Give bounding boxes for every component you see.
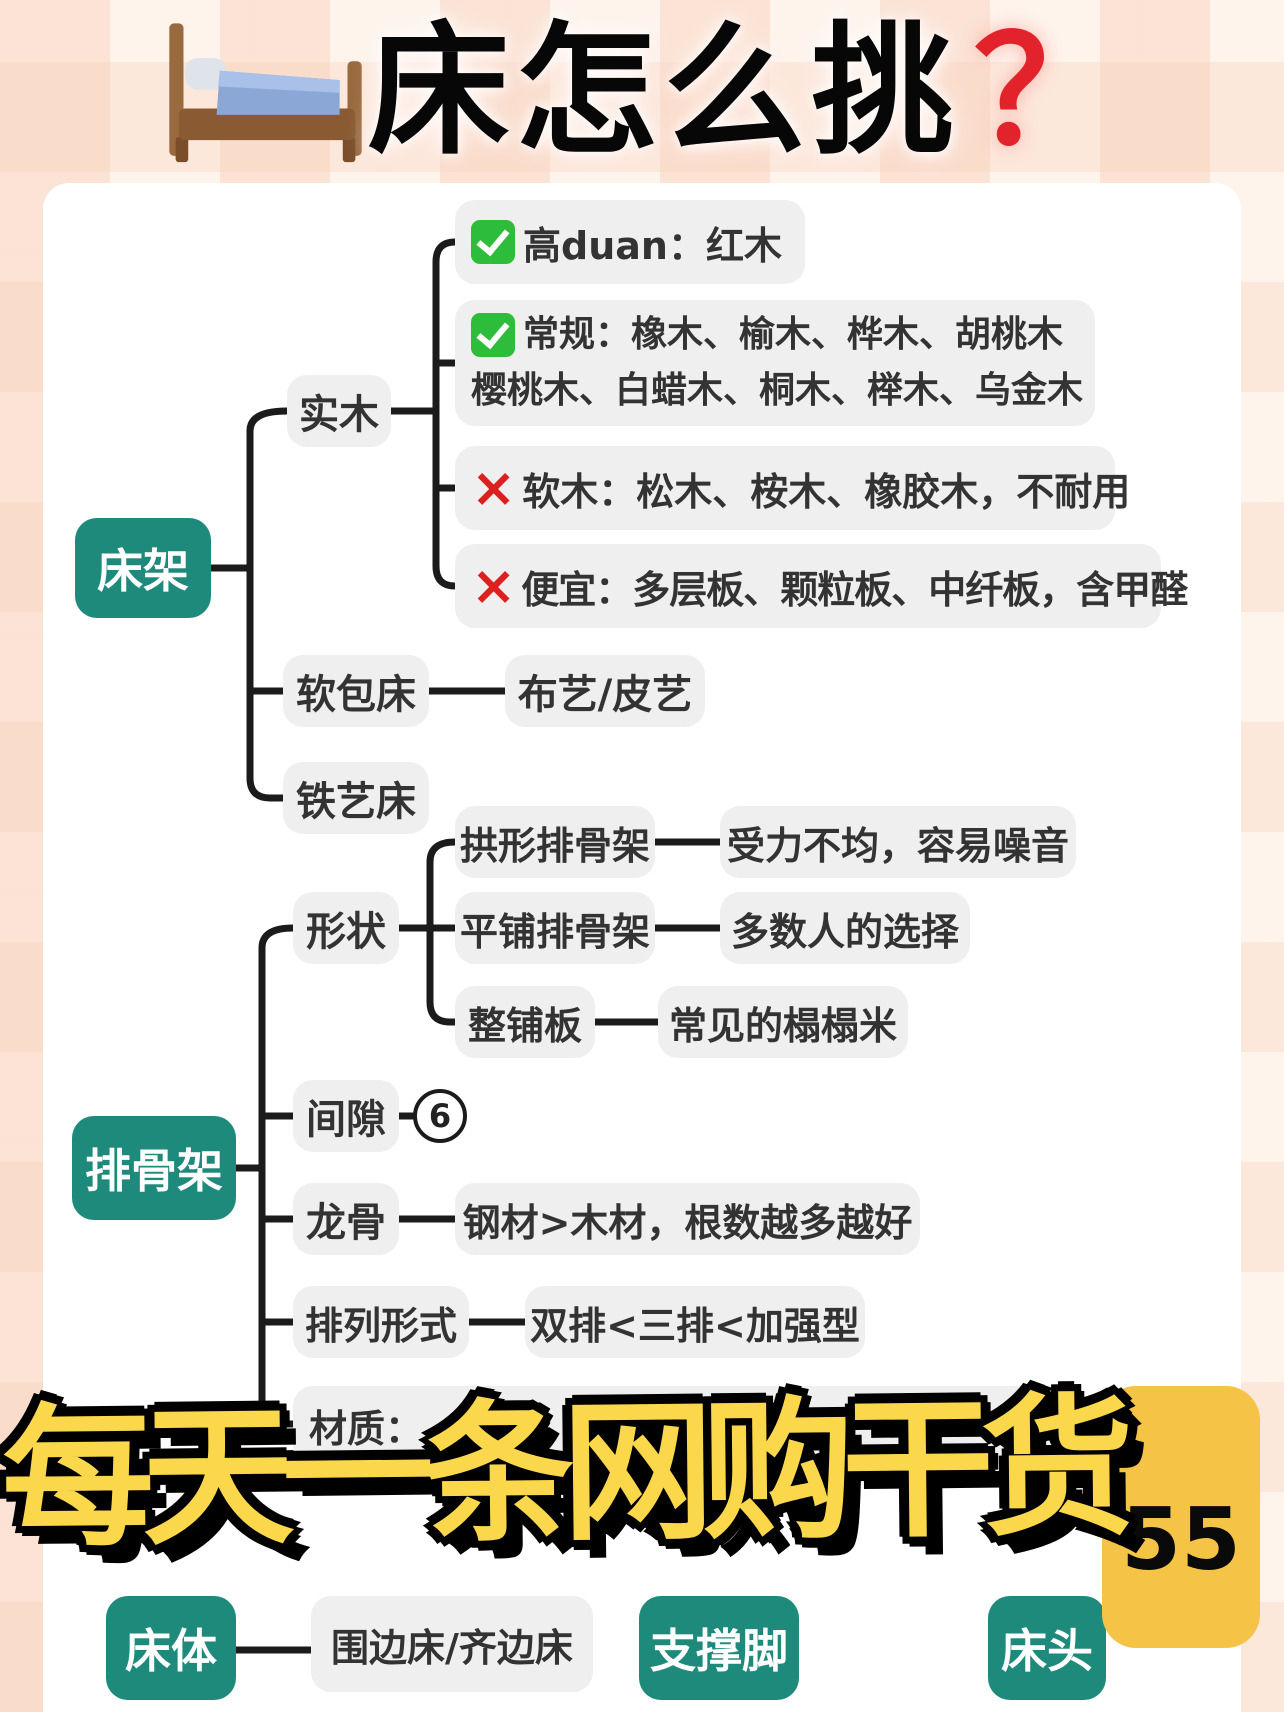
- leaf-cheap-board: × 便宜：多层板、颗粒板、中纤板，含甲醛: [455, 544, 1188, 628]
- root-node-bed-frame-label: 床架: [97, 544, 189, 598]
- node-shape-label: 形状: [306, 909, 386, 955]
- leaf-arrangement-note-text: 双排<三排<加强型: [530, 1303, 860, 1348]
- leaf-regular-wood-text2: 樱桃木、白蜡木、桐木、榉木、乌金木: [471, 370, 1084, 411]
- node-arrangement: 排列形式: [293, 1286, 469, 1358]
- node-flat-slat-label: 平铺排骨架: [459, 909, 650, 954]
- leaf-regular-wood-line1: 常规：橡木、榆木、桦木、胡桃木: [471, 307, 1063, 363]
- node-full-board-label: 整铺板: [467, 1003, 582, 1048]
- leaf-highend-wood: 高duan：红木: [455, 200, 805, 284]
- node-material: 材质：: [293, 1386, 1083, 1464]
- issue-number-badge: 55: [1102, 1386, 1260, 1648]
- slat-frame-branch-lines: [232, 838, 724, 1654]
- leaf-arched-slat-note: 受力不均，容易噪音: [720, 806, 1076, 878]
- collapsed-count-value: 6: [428, 1097, 452, 1135]
- leaf-keel-note: 钢材>木材，根数越多越好: [455, 1183, 920, 1255]
- leaf-full-board-note-text: 常见的榻榻米: [668, 1003, 897, 1048]
- node-iron-bed-label: 铁艺床: [296, 779, 416, 825]
- root-node-headboard-label: 床头: [1001, 1624, 1093, 1678]
- title-question-mark: ？: [973, 6, 1122, 178]
- node-arrangement-label: 排列形式: [304, 1303, 457, 1348]
- leaf-arched-slat-note-text: 受力不均，容易噪音: [726, 823, 1069, 868]
- issue-number: 55: [1121, 1490, 1241, 1590]
- leaf-highend-wood-text: 高duan：红木: [523, 223, 782, 268]
- node-shape: 形状: [293, 892, 399, 964]
- node-gap-label: 间隙: [306, 1097, 386, 1143]
- page-title: 床怎么挑: [367, 9, 960, 174]
- leaf-fabric-leather-text: 布艺/皮艺: [517, 672, 693, 718]
- banner-text: 每天一条网购干货: [1, 1379, 1123, 1568]
- root-node-bed-body-label: 床体: [125, 1624, 217, 1678]
- leaf-fabric-leather: 布艺/皮艺: [505, 655, 705, 727]
- node-arched-slat-label: 拱形排骨架: [459, 823, 650, 868]
- check-icon: [471, 220, 515, 264]
- leaf-full-board-note: 常见的榻榻米: [658, 986, 908, 1058]
- node-upholstered-bed: 软包床: [283, 655, 429, 727]
- node-material-label: 材质：: [309, 1406, 424, 1451]
- root-node-slat-frame: 排骨架: [72, 1116, 236, 1220]
- root-node-bed-body: 床体: [106, 1596, 236, 1700]
- node-upholstered-bed-label: 软包床: [296, 672, 416, 718]
- root-node-bed-frame: 床架: [75, 518, 211, 618]
- root-node-support-leg: 支撑脚: [639, 1596, 799, 1700]
- leaf-arrangement-note: 双排<三排<加强型: [525, 1286, 865, 1358]
- leaf-bed-body-note-text: 围边床/齐边床: [331, 1625, 573, 1670]
- leaf-flat-slat-note: 多数人的选择: [720, 892, 970, 964]
- leaf-bed-body-note: 围边床/齐边床: [311, 1596, 593, 1692]
- root-node-slat-frame-label: 排骨架: [85, 1144, 223, 1198]
- leaf-keel-note-text: 钢材>木材，根数越多越好: [462, 1200, 913, 1245]
- node-iron-bed: 铁艺床: [283, 762, 429, 834]
- node-keel: 龙骨: [293, 1183, 399, 1255]
- bed-emoji-icon: [168, 23, 362, 163]
- leaf-flat-slat-note-text: 多数人的选择: [730, 909, 959, 954]
- leaf-regular-wood: 常规：橡木、榆木、桦木、胡桃木 樱桃木、白蜡木、桐木、榉木、乌金木: [455, 300, 1095, 426]
- leaf-soft-wood: × 软木：松木、桉木、橡胶木，不耐用: [455, 446, 1130, 530]
- check-icon: [471, 313, 515, 358]
- cross-icon: ×: [471, 456, 517, 519]
- leaf-soft-wood-text: 软木：松木、桉木、橡胶木，不耐用: [522, 469, 1131, 514]
- leaf-regular-wood-text1: 常规：橡木、榆木、桦木、胡桃木: [523, 314, 1064, 356]
- leaf-cheap-board-text: 便宜：多层板、颗粒板、中纤板，含甲醛: [521, 567, 1188, 612]
- node-flat-slat: 平铺排骨架: [455, 892, 655, 964]
- node-arched-slat: 拱形排骨架: [455, 806, 655, 878]
- node-solid-wood-label: 实木: [299, 392, 379, 438]
- node-solid-wood: 实木: [287, 375, 391, 447]
- collapsed-count-badge: 6: [413, 1089, 467, 1143]
- cross-icon: ×: [471, 554, 516, 617]
- page-header: 床怎么挑 ？: [0, 8, 1284, 176]
- root-node-support-leg-label: 支撑脚: [650, 1624, 788, 1678]
- bed-frame-branch-lines: [207, 238, 509, 802]
- node-full-board: 整铺板: [455, 986, 595, 1058]
- node-keel-label: 龙骨: [306, 1200, 386, 1246]
- node-gap: 间隙: [293, 1080, 399, 1152]
- root-node-headboard: 床头: [988, 1596, 1106, 1700]
